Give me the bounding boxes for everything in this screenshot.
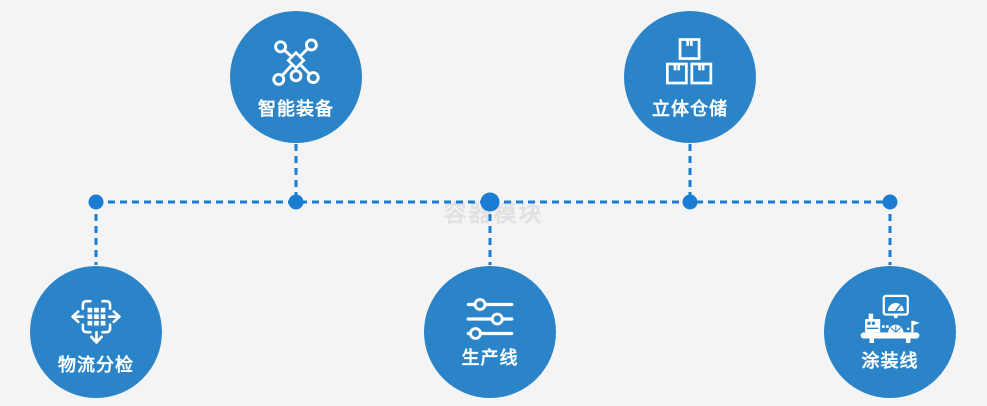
node-production-line: 生产线: [424, 266, 556, 398]
node-label: 涂装线: [861, 350, 919, 371]
junction-dot: [88, 194, 104, 210]
node-label: 智能装备: [258, 98, 334, 119]
control-station-icon: [860, 294, 920, 343]
junction-dot: [882, 194, 898, 210]
junction-dot-center: [480, 192, 500, 212]
node-warehouse: 立体仓储: [624, 11, 756, 143]
junction-dot: [288, 194, 304, 210]
node-smart-equipment: 智能装备: [230, 11, 362, 143]
node-label: 立体仓储: [652, 98, 728, 119]
sorting-grid-arrows-icon: [71, 299, 121, 344]
stacked-boxes-icon: [665, 37, 713, 84]
node-label: 生产线: [461, 347, 519, 368]
network-nodes-icon: [272, 38, 320, 86]
sliders-icon: [466, 297, 514, 340]
node-logistics-sorting: 物流分检: [30, 266, 162, 398]
node-painting-line: 涂装线: [824, 266, 956, 398]
node-label: 物流分检: [58, 354, 134, 375]
junction-dot: [682, 194, 698, 210]
watermark-text: 容器模块: [443, 200, 544, 226]
